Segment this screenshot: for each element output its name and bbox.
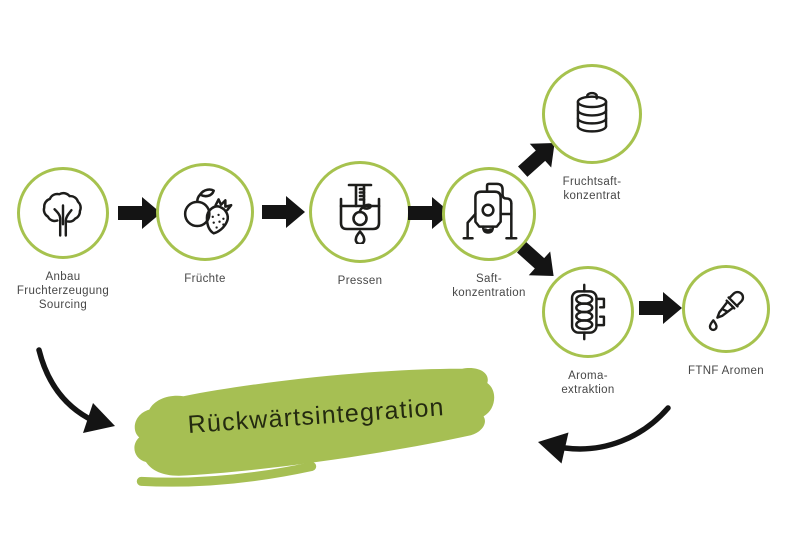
node-konzentrat: Fruchtsaft- konzentrat xyxy=(527,64,657,203)
node-anbau-label: Anbau Fruchterzeugung Sourcing xyxy=(16,271,110,311)
coil-icon xyxy=(570,283,606,341)
node-fruechte-circle xyxy=(156,163,254,261)
node-pressen-circle xyxy=(309,161,411,263)
node-pressen-label: Pressen xyxy=(337,275,383,287)
branch-arrow-down xyxy=(516,242,554,277)
barrel-icon xyxy=(576,91,608,133)
node-anbau-circle xyxy=(17,167,109,259)
node-ftnf-circle xyxy=(682,265,770,353)
node-fruechte-label: Früchte xyxy=(184,273,226,285)
node-aroma: Aroma- extraktion xyxy=(523,266,653,397)
node-pressen: Pressen xyxy=(295,161,425,288)
node-aroma-circle xyxy=(542,266,634,358)
node-aroma-label: Aroma- extraktion xyxy=(561,370,615,396)
curved-arrow-left xyxy=(36,347,115,433)
node-ftnf-label: FTNF Aromen xyxy=(687,365,765,377)
flow-arrow-1 xyxy=(118,197,161,229)
node-anbau: Anbau Fruchterzeugung Sourcing xyxy=(0,167,128,312)
pipette-icon xyxy=(708,290,745,332)
node-konzentrat-circle xyxy=(542,64,642,164)
banner: Rückwärtsintegration xyxy=(120,357,513,500)
node-saft-label: Saft- konzentration xyxy=(452,273,526,299)
curved-arrow-right xyxy=(538,405,671,464)
flow-arrow-3 xyxy=(408,197,451,229)
node-saft: Saft- konzentration xyxy=(424,167,554,300)
node-saft-circle xyxy=(442,167,536,261)
node-konzentrat-label: Fruchtsaft- konzentrat xyxy=(562,176,622,202)
flow-arrow-2 xyxy=(262,196,305,228)
tree-icon xyxy=(42,191,82,237)
flow-arrow-4 xyxy=(639,292,682,324)
branch-arrow-up xyxy=(517,142,555,177)
node-fruechte: Früchte xyxy=(140,163,270,286)
fruits-icon xyxy=(183,188,233,235)
node-ftnf: FTNF Aromen xyxy=(661,265,791,378)
press-icon xyxy=(339,183,381,244)
brush-stroke xyxy=(134,368,495,487)
tank-icon xyxy=(462,182,518,240)
